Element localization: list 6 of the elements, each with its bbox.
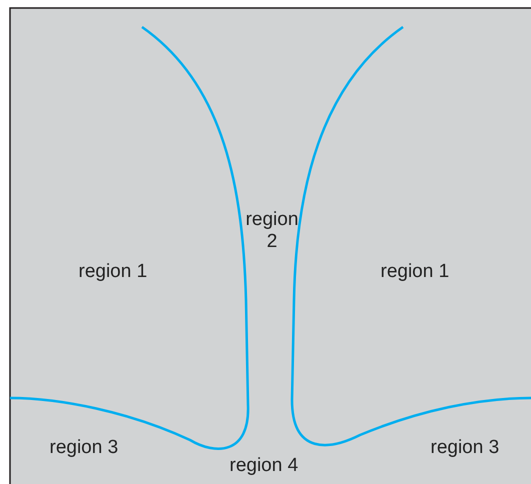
region-label: region 3: [50, 437, 118, 459]
region-label: region 2: [244, 209, 300, 253]
region-label: region 1: [380, 261, 450, 283]
region-label: region 3: [430, 437, 500, 459]
region-label: region 1: [78, 261, 148, 283]
region-label: region 4: [230, 455, 298, 477]
